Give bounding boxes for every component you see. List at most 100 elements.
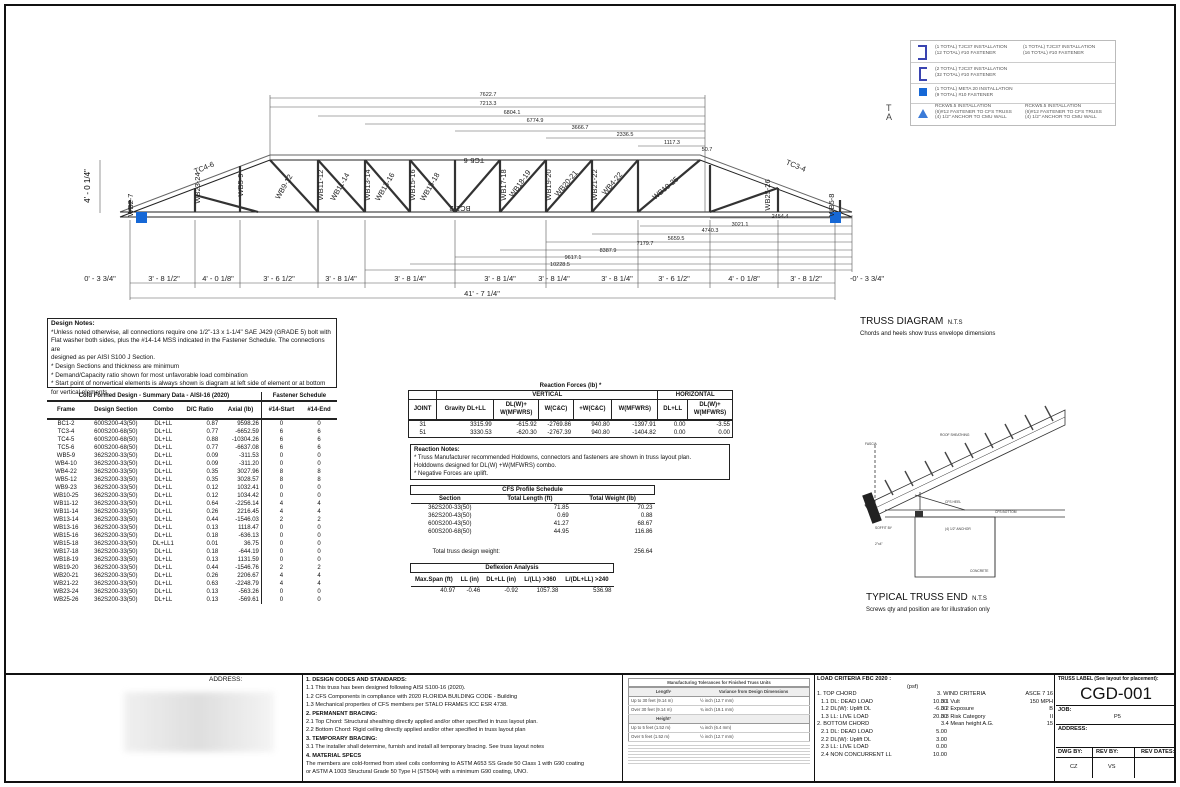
panel-dim: 3' - 8 1/4" — [484, 274, 516, 283]
cell: DL+LL — [154, 589, 173, 595]
cell: Over 5 feet (1.52 m) — [631, 734, 670, 739]
summary-title: Cold Formed Design - Summary Data - AISI… — [47, 392, 262, 401]
load-value: 20.00 — [933, 713, 947, 720]
cell: -311.53 — [220, 452, 262, 460]
member-label: TC4-6 — [193, 160, 216, 176]
col-header: #14-End — [307, 407, 331, 413]
cell: 4 — [279, 573, 284, 579]
load-value: II — [1049, 713, 1053, 720]
note-line: 1.1 This truss has been designed followi… — [306, 685, 466, 692]
panel-dim: 3' - 8 1/4" — [394, 274, 426, 283]
top-chord — [119, 159, 853, 218]
member-label: WB5-9 — [236, 174, 245, 197]
member-label: WB13-14 — [363, 169, 372, 200]
cell: 0.13 — [206, 597, 219, 603]
cell: 0.09 — [206, 453, 219, 459]
cell: 362S200-33(50) — [94, 533, 138, 539]
cell: 0.18 — [206, 533, 219, 539]
cell: DL+LL — [154, 573, 173, 579]
cell: 9598.26 — [220, 419, 262, 428]
nts-label: N.T.S — [947, 320, 963, 326]
cell: 8 — [279, 469, 284, 475]
cell: 362S200-33(50) — [94, 453, 138, 459]
cell: 6 — [279, 437, 284, 443]
cell: 2 — [279, 565, 284, 571]
cell: ½ inch (12.7 mm) — [700, 734, 734, 739]
cell: 4 — [279, 501, 284, 507]
cell: 6 — [279, 429, 284, 435]
cell: 8 — [317, 477, 321, 483]
cell: WB5-12 — [55, 477, 77, 483]
note-line: designed as per AISI S100 J Section. — [51, 354, 155, 362]
dim-text: 2454.4 — [772, 214, 789, 220]
cell: 940.80 — [591, 421, 610, 428]
cell: Over 30 feet (9.14 m) — [631, 707, 672, 712]
cell: 71.85 — [553, 505, 569, 511]
col-header: L/(LL) >360 — [524, 576, 557, 583]
member-label: WB9-12 — [273, 173, 294, 201]
cell: 362S200-33(50) — [94, 581, 138, 587]
cell: 4 — [317, 501, 321, 507]
cell: 0.13 — [206, 525, 219, 531]
cell: 0.00 — [673, 429, 686, 436]
cell: DL+LL — [154, 549, 173, 555]
cell: -1546.03 — [220, 516, 262, 524]
profile-title: CFS Profile Schedule — [410, 485, 655, 495]
panel-dim: 3' - 6 1/2" — [263, 274, 295, 283]
cell: DL+LL — [154, 445, 173, 451]
cell: 362S200-33(50) — [94, 525, 138, 531]
truss-diagram-title: TRUSS DIAGRAM — [860, 316, 944, 327]
legend-row-2: (2 TOTAL) TJC37 INSTALLATION(32 TOTAL) #… — [935, 67, 1007, 78]
cell: 536.98 — [593, 588, 612, 594]
cell: 0 — [317, 461, 321, 467]
note-line: 1.3 Mechanical properties of CFS members… — [306, 702, 508, 709]
cell: 70.23 — [637, 505, 653, 511]
svg-text:CFS HEEL: CFS HEEL — [945, 500, 961, 504]
horizontal-header: HORIZONTAL — [675, 392, 715, 398]
note-line: 2.1 Top Chord: Structural sheathing dire… — [306, 719, 538, 726]
tolerance-footnote — [628, 743, 810, 765]
cell: WB23-24 — [53, 589, 79, 595]
dim-text: 10228.5 — [550, 262, 570, 268]
panel-dim: 4' - 0 1/8" — [728, 274, 760, 283]
cell: 0 — [317, 493, 321, 499]
legend-text: (2 TOTAL) TJC37 INSTALLATION — [935, 67, 1008, 72]
col-header: Design Section — [94, 407, 138, 413]
note-line: * Negative Forces are uplift. — [414, 471, 489, 477]
cell: 0.18 — [206, 549, 219, 555]
member-label: WB15-18 — [418, 171, 441, 203]
member-label: WB19-20 — [544, 169, 553, 200]
legend-text: (32 TOTAL) #10 FASTENER — [935, 72, 996, 78]
cell: TC5-6 — [57, 445, 75, 451]
cell: 362S200-33(50) — [94, 589, 138, 595]
cell: -3.55 — [716, 421, 730, 428]
svg-text:(4) 1/2" ANCHOR: (4) 1/2" ANCHOR — [945, 527, 971, 531]
truss-diagram-heading: TRUSS DIAGRAM N.T.S Chords and heels sho… — [860, 311, 995, 337]
cell: WB21-22 — [53, 581, 79, 587]
truss-end-title: TYPICAL TRUSS END — [866, 592, 968, 603]
cell: 0.88 — [640, 513, 653, 519]
cell: 0 — [317, 589, 321, 595]
reactions-title: Reaction Forces (lb) * — [539, 383, 602, 389]
member-label: WB4-22 — [600, 170, 624, 197]
truss-end-heading: TYPICAL TRUSS END N.T.S Screws qty and p… — [866, 587, 990, 613]
cell: 116.86 — [634, 529, 653, 535]
cell: 6 — [317, 437, 321, 443]
cell: DL+LL — [154, 453, 173, 459]
cell: 0 — [317, 525, 321, 531]
load-label: 1.2 DL(W): Uplift DL — [821, 706, 872, 713]
load-label: 2.3 LL: LIVE LOAD — [821, 744, 869, 751]
cell: -644.19 — [220, 548, 262, 556]
